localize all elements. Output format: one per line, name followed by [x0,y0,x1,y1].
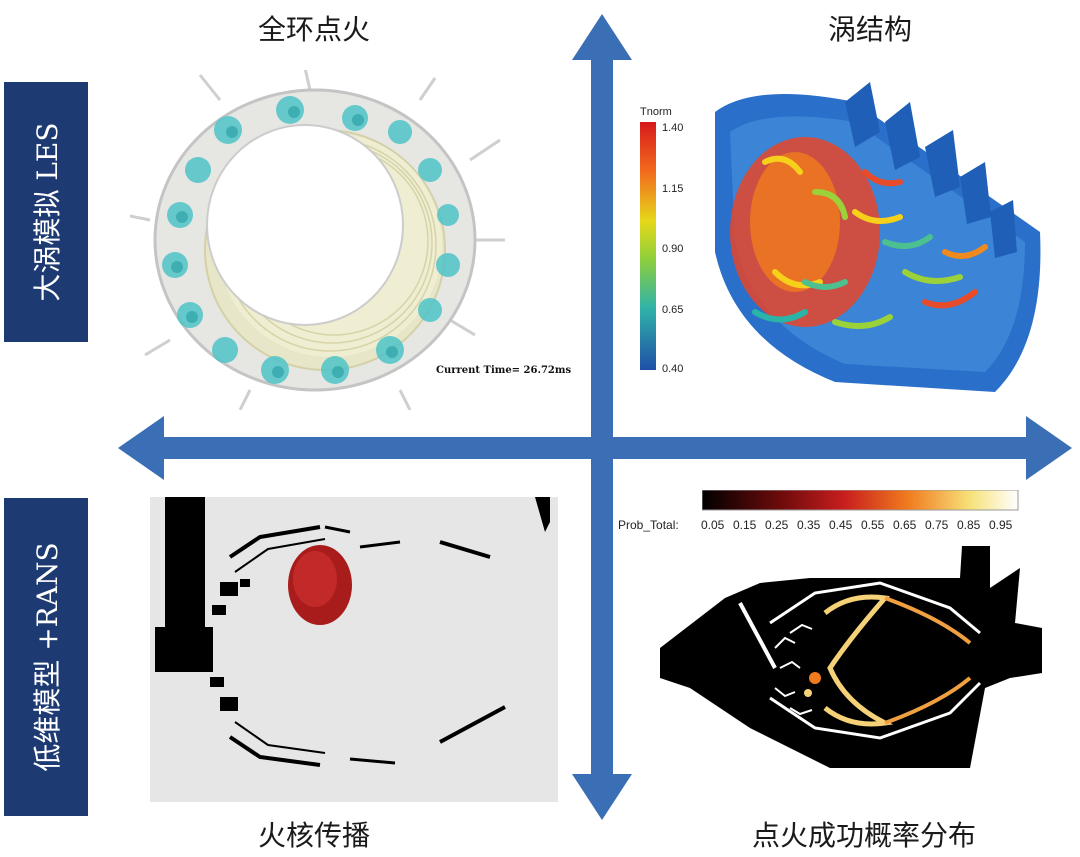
sidebar-les-label: 大涡模拟 LES [31,122,64,302]
sidebar-rans-label: 低维模型 +RANS [31,542,64,772]
prob-tick-6: 0.55 [861,518,885,532]
prob-tick-7: 0.65 [893,518,917,532]
vortex-tick-2: 1.15 [662,183,684,195]
ignition-probability-image [660,546,1042,768]
sidebar-rans: 低维模型 +RANS [4,498,88,816]
vortex-tick-5: 0.40 [662,363,684,375]
vortex-tick-3: 0.90 [662,243,684,255]
down-arrowhead [572,774,632,820]
prob-tick-1: 0.05 [701,518,725,532]
flame-kernel-image [150,497,558,802]
title-ignition-probability: 点火成功概率分布 [752,819,977,852]
sidebar-les: 大涡模拟 LES [4,82,88,342]
vertical-axis-shaft [591,55,613,790]
right-arrowhead [1026,416,1072,480]
left-arrowhead [118,416,164,480]
prob-tick-2: 0.15 [733,518,757,532]
title-full-annular-ignition: 全环点火 [258,13,371,46]
horizontal-axis-shaft [158,437,1030,459]
probability-colorbar [702,490,1019,511]
prob-tick-4: 0.35 [797,518,821,532]
vortex-colorbar-title: Tnorm [640,106,672,118]
prob-tick-3: 0.25 [765,518,789,532]
probability-colorbar-label: Prob_Total: [618,518,679,532]
prob-tick-8: 0.75 [925,518,949,532]
vortex-structure-image [715,82,1041,392]
title-flame-kernel-propagation: 火核传播 [258,819,371,852]
vortex-tick-4: 0.65 [662,304,684,316]
current-time-label: Current Time= 26.72ms [436,365,572,376]
annular-combustor-image [130,70,505,410]
vortex-colorbar [640,122,656,370]
prob-tick-9: 0.85 [957,518,981,532]
vortex-tick-1: 1.40 [662,122,684,134]
prob-tick-10: 0.95 [989,518,1013,532]
title-vortex-structure: 涡结构 [828,13,913,46]
up-arrowhead [572,14,632,60]
prob-tick-5: 0.45 [829,518,853,532]
